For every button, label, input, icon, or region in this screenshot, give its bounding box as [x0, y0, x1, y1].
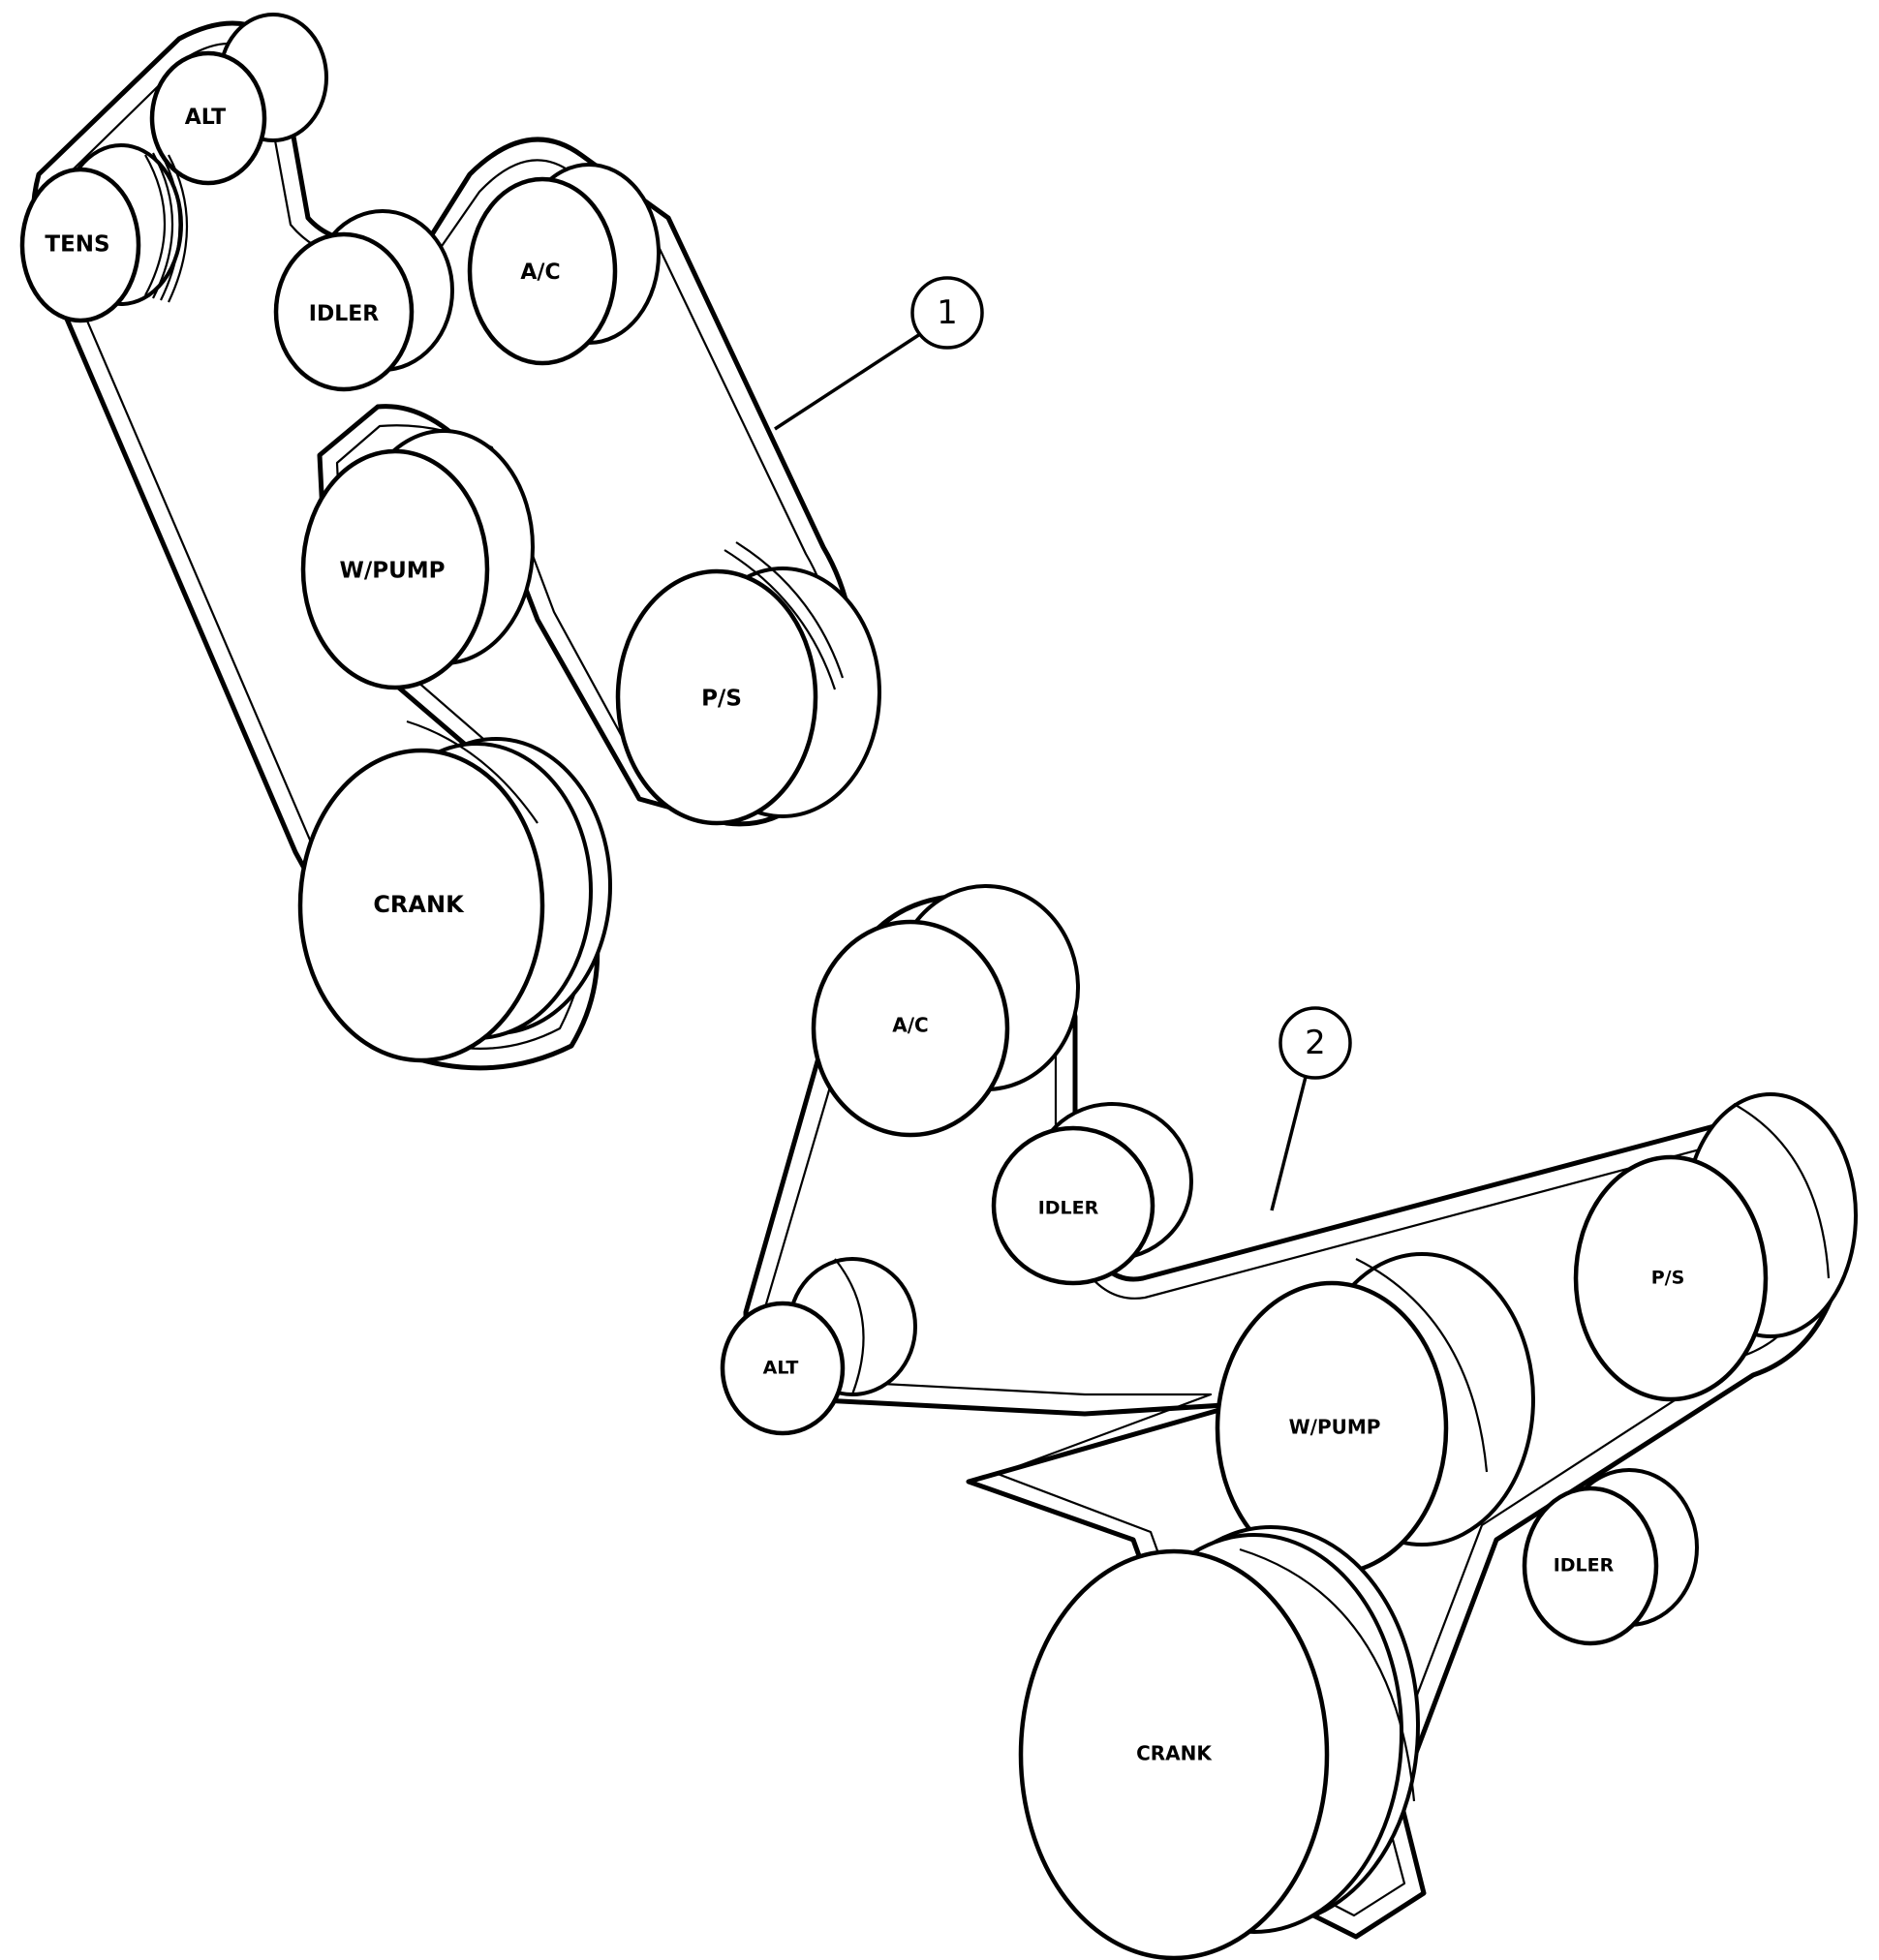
diagram-2-label-wpump: W/PUMP [1289, 1416, 1381, 1439]
diagram-1-wpump-pulley: W/PUMP [300, 429, 535, 690]
diagram-2-callout-circle [1278, 1006, 1352, 1080]
diagram-2-ac-pulley: A/C [811, 884, 1080, 1138]
diagram-1-ac-pulley: A/C [467, 163, 661, 366]
diagram-1-label-alt: ALT [185, 106, 226, 130]
diagram-2-callout-number: 2 [1305, 1024, 1326, 1062]
diagram-2: A/C IDLER ALT W/PUMP P/S [720, 884, 1858, 1960]
diagram-2-ps-pulley: P/S [1573, 1092, 1858, 1402]
diagram-1-crank-pulley: CRANK [297, 720, 612, 1063]
diagram-2-callout-leader [1270, 1076, 1308, 1211]
diagram-1-idler-pulley: IDLER [273, 209, 454, 392]
diagram-2-label-ps: P/S [1651, 1268, 1685, 1289]
diagram-2-idler-lower-pulley: IDLER [1522, 1468, 1699, 1646]
diagram-2-label-idler-upper: IDLER [1038, 1198, 1099, 1219]
diagram-1-label-crank: CRANK [373, 891, 465, 918]
diagram-2-idler-upper-pulley: IDLER [991, 1102, 1193, 1286]
diagram-1-label-ac: A/C [520, 260, 560, 285]
diagram-2-alt-pulley: ALT [720, 1257, 917, 1436]
diagram-1-label-wpump: W/PUMP [339, 559, 445, 584]
diagram-1-callout-leader [774, 332, 921, 431]
diagram-2-label-alt: ALT [763, 1358, 799, 1379]
diagram-1-callout-number: 1 [937, 293, 958, 332]
diagram-2-label-crank: CRANK [1136, 1742, 1213, 1765]
diagram-1: ALT TENS IDLER A/C W/PUMP [19, 13, 984, 1071]
diagram-2-label-ac: A/C [892, 1014, 928, 1037]
diagram-2-label-idler-lower: IDLER [1554, 1555, 1615, 1577]
diagram-1-label-tens: TENS [45, 232, 109, 258]
diagram-1-callout-circle [910, 276, 984, 350]
diagram-1-tens-pulley: TENS [19, 143, 188, 323]
diagram-2-crank-pulley: CRANK [1018, 1525, 1420, 1960]
diagram-1-label-idler: IDLER [309, 302, 379, 326]
diagram-1-ps-pulley: P/S [615, 541, 881, 826]
diagram-1-label-ps: P/S [701, 687, 742, 712]
diagram-2-wpump-pulley: W/PUMP [1215, 1252, 1535, 1577]
diagram-1-alt-pulley: ALT [149, 13, 328, 186]
